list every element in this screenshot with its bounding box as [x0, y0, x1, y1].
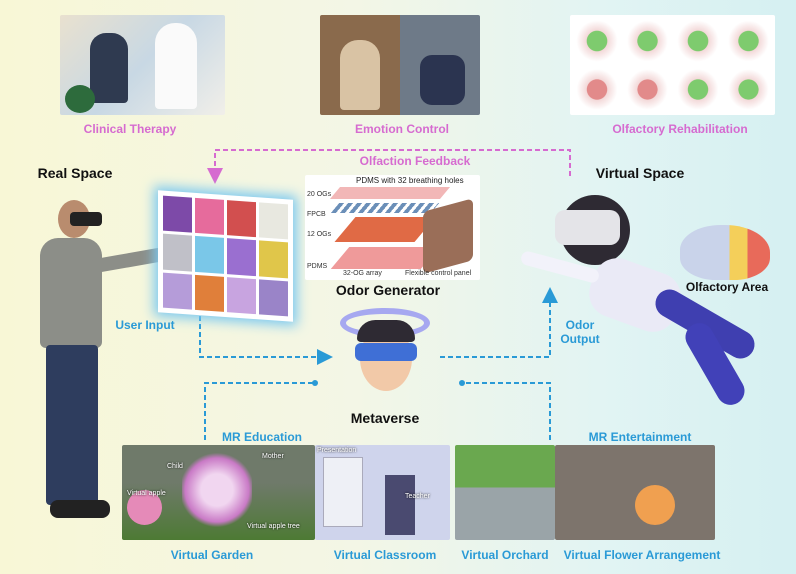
clinical-therapy-image: [60, 15, 225, 115]
virtual-avatar: [500, 190, 780, 420]
tag-presentation: Presentation: [317, 447, 357, 454]
layer-label: PDMS: [307, 263, 328, 270]
virtual-flower-arrangement-image: [555, 445, 715, 540]
emotion-control-label: Emotion Control: [355, 122, 449, 136]
mr-entertainment-label: MR Entertainment: [588, 430, 692, 444]
mr-education-label: MR Education: [222, 430, 302, 444]
tag-child: Child: [167, 463, 183, 470]
feedback-arrow: [207, 149, 571, 184]
olfaction-feedback-label: Olfaction Feedback: [359, 154, 471, 168]
virtual-garden-label: Virtual Garden: [170, 548, 254, 562]
tag-mother: Mother: [262, 453, 284, 460]
odor-output-label: Odor Output: [560, 318, 600, 346]
odor-generator-image: PDMS with 32 breathing holes 20 OGs FPCB…: [305, 175, 480, 280]
olfactory-rehabilitation-label: Olfactory Rehabilitation: [612, 122, 748, 136]
layer-label: 12 OGs: [307, 231, 332, 238]
virtual-orchard-label: Virtual Orchard: [461, 548, 549, 562]
tag-teacher: Teacher: [405, 493, 430, 500]
layer-label: 20 OGs: [307, 191, 332, 198]
education-arrow: [204, 382, 315, 440]
layer-label: PDMS with 32 breathing holes: [355, 176, 465, 185]
virtual-classroom-image: Presentation Teacher: [315, 445, 450, 540]
odor-generator-label: Odor Generator: [335, 282, 441, 298]
virtual-flower-arrangement-label: Virtual Flower Arrangement: [563, 548, 721, 562]
flower-selection-panel[interactable]: [158, 190, 293, 322]
virtual-orchard-image: [455, 445, 555, 540]
layer-label: 32-OG array: [343, 270, 382, 277]
olfactory-rehabilitation-image: [570, 15, 775, 115]
metaverse-label: Metaverse: [350, 410, 420, 426]
olfactory-area-label: Olfactory Area: [685, 280, 769, 294]
emotion-control-image: [320, 15, 480, 115]
clinical-therapy-label: Clinical Therapy: [83, 122, 177, 136]
virtual-space-label: Virtual Space: [595, 165, 685, 181]
output-arrow: [440, 287, 558, 358]
layer-label: Flexible control panel: [405, 270, 472, 277]
user-input-label: User Input: [115, 318, 175, 332]
tag-virtual-apple: Virtual apple: [127, 490, 166, 497]
real-space-label: Real Space: [37, 165, 113, 181]
virtual-classroom-label: Virtual Classroom: [333, 548, 437, 562]
tag-virtual-apple-tree: Virtual apple tree: [247, 523, 300, 530]
brain-icon: [680, 225, 770, 280]
layer-label: FPCB: [307, 211, 326, 218]
metaverse-avatar: [335, 308, 435, 400]
virtual-garden-image: Child Mother Virtual apple Virtual apple…: [122, 445, 315, 540]
user-figure: [30, 200, 195, 520]
entertainment-arrow: [462, 382, 551, 440]
